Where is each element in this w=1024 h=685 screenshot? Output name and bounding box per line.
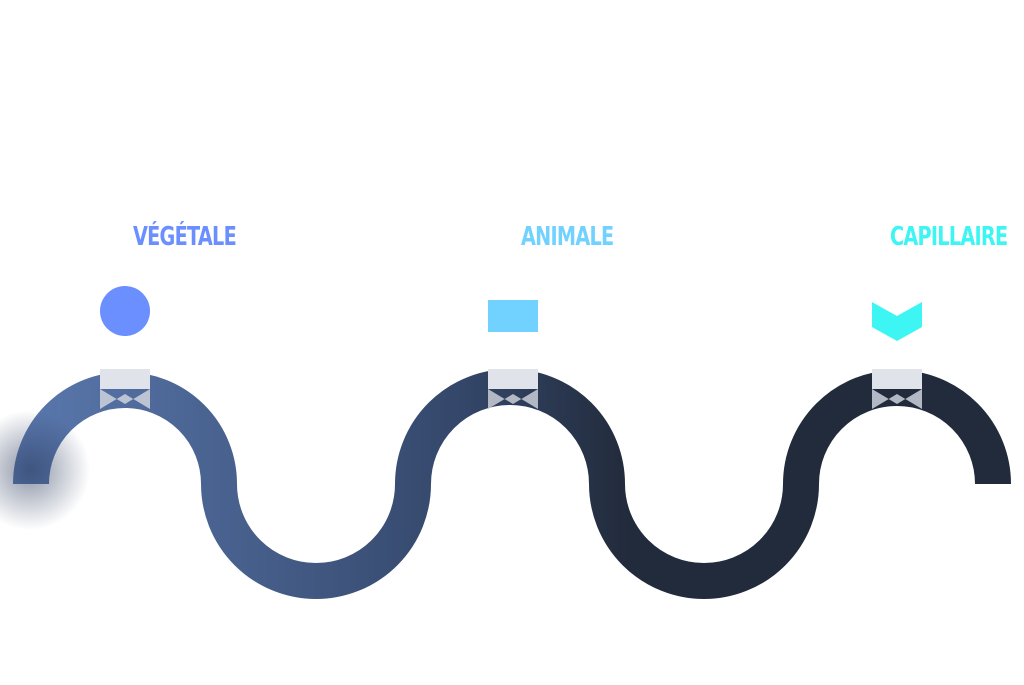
circle-marker-icon (100, 286, 150, 336)
wave-shade (0, 410, 90, 530)
rectangle-marker-icon (488, 300, 538, 332)
crest-connector-3 (872, 369, 922, 409)
crest-connector-1 (100, 369, 150, 409)
step-label-animale: ANIMALE (521, 222, 614, 252)
step-label-capillaire: CAPILLAIRE (890, 222, 1008, 252)
wave-band (13, 369, 1011, 599)
chevron-marker-icon (872, 302, 922, 341)
step-label-vegetale: VÉGÉTALE (133, 222, 237, 252)
crest-connector-2 (488, 369, 538, 409)
